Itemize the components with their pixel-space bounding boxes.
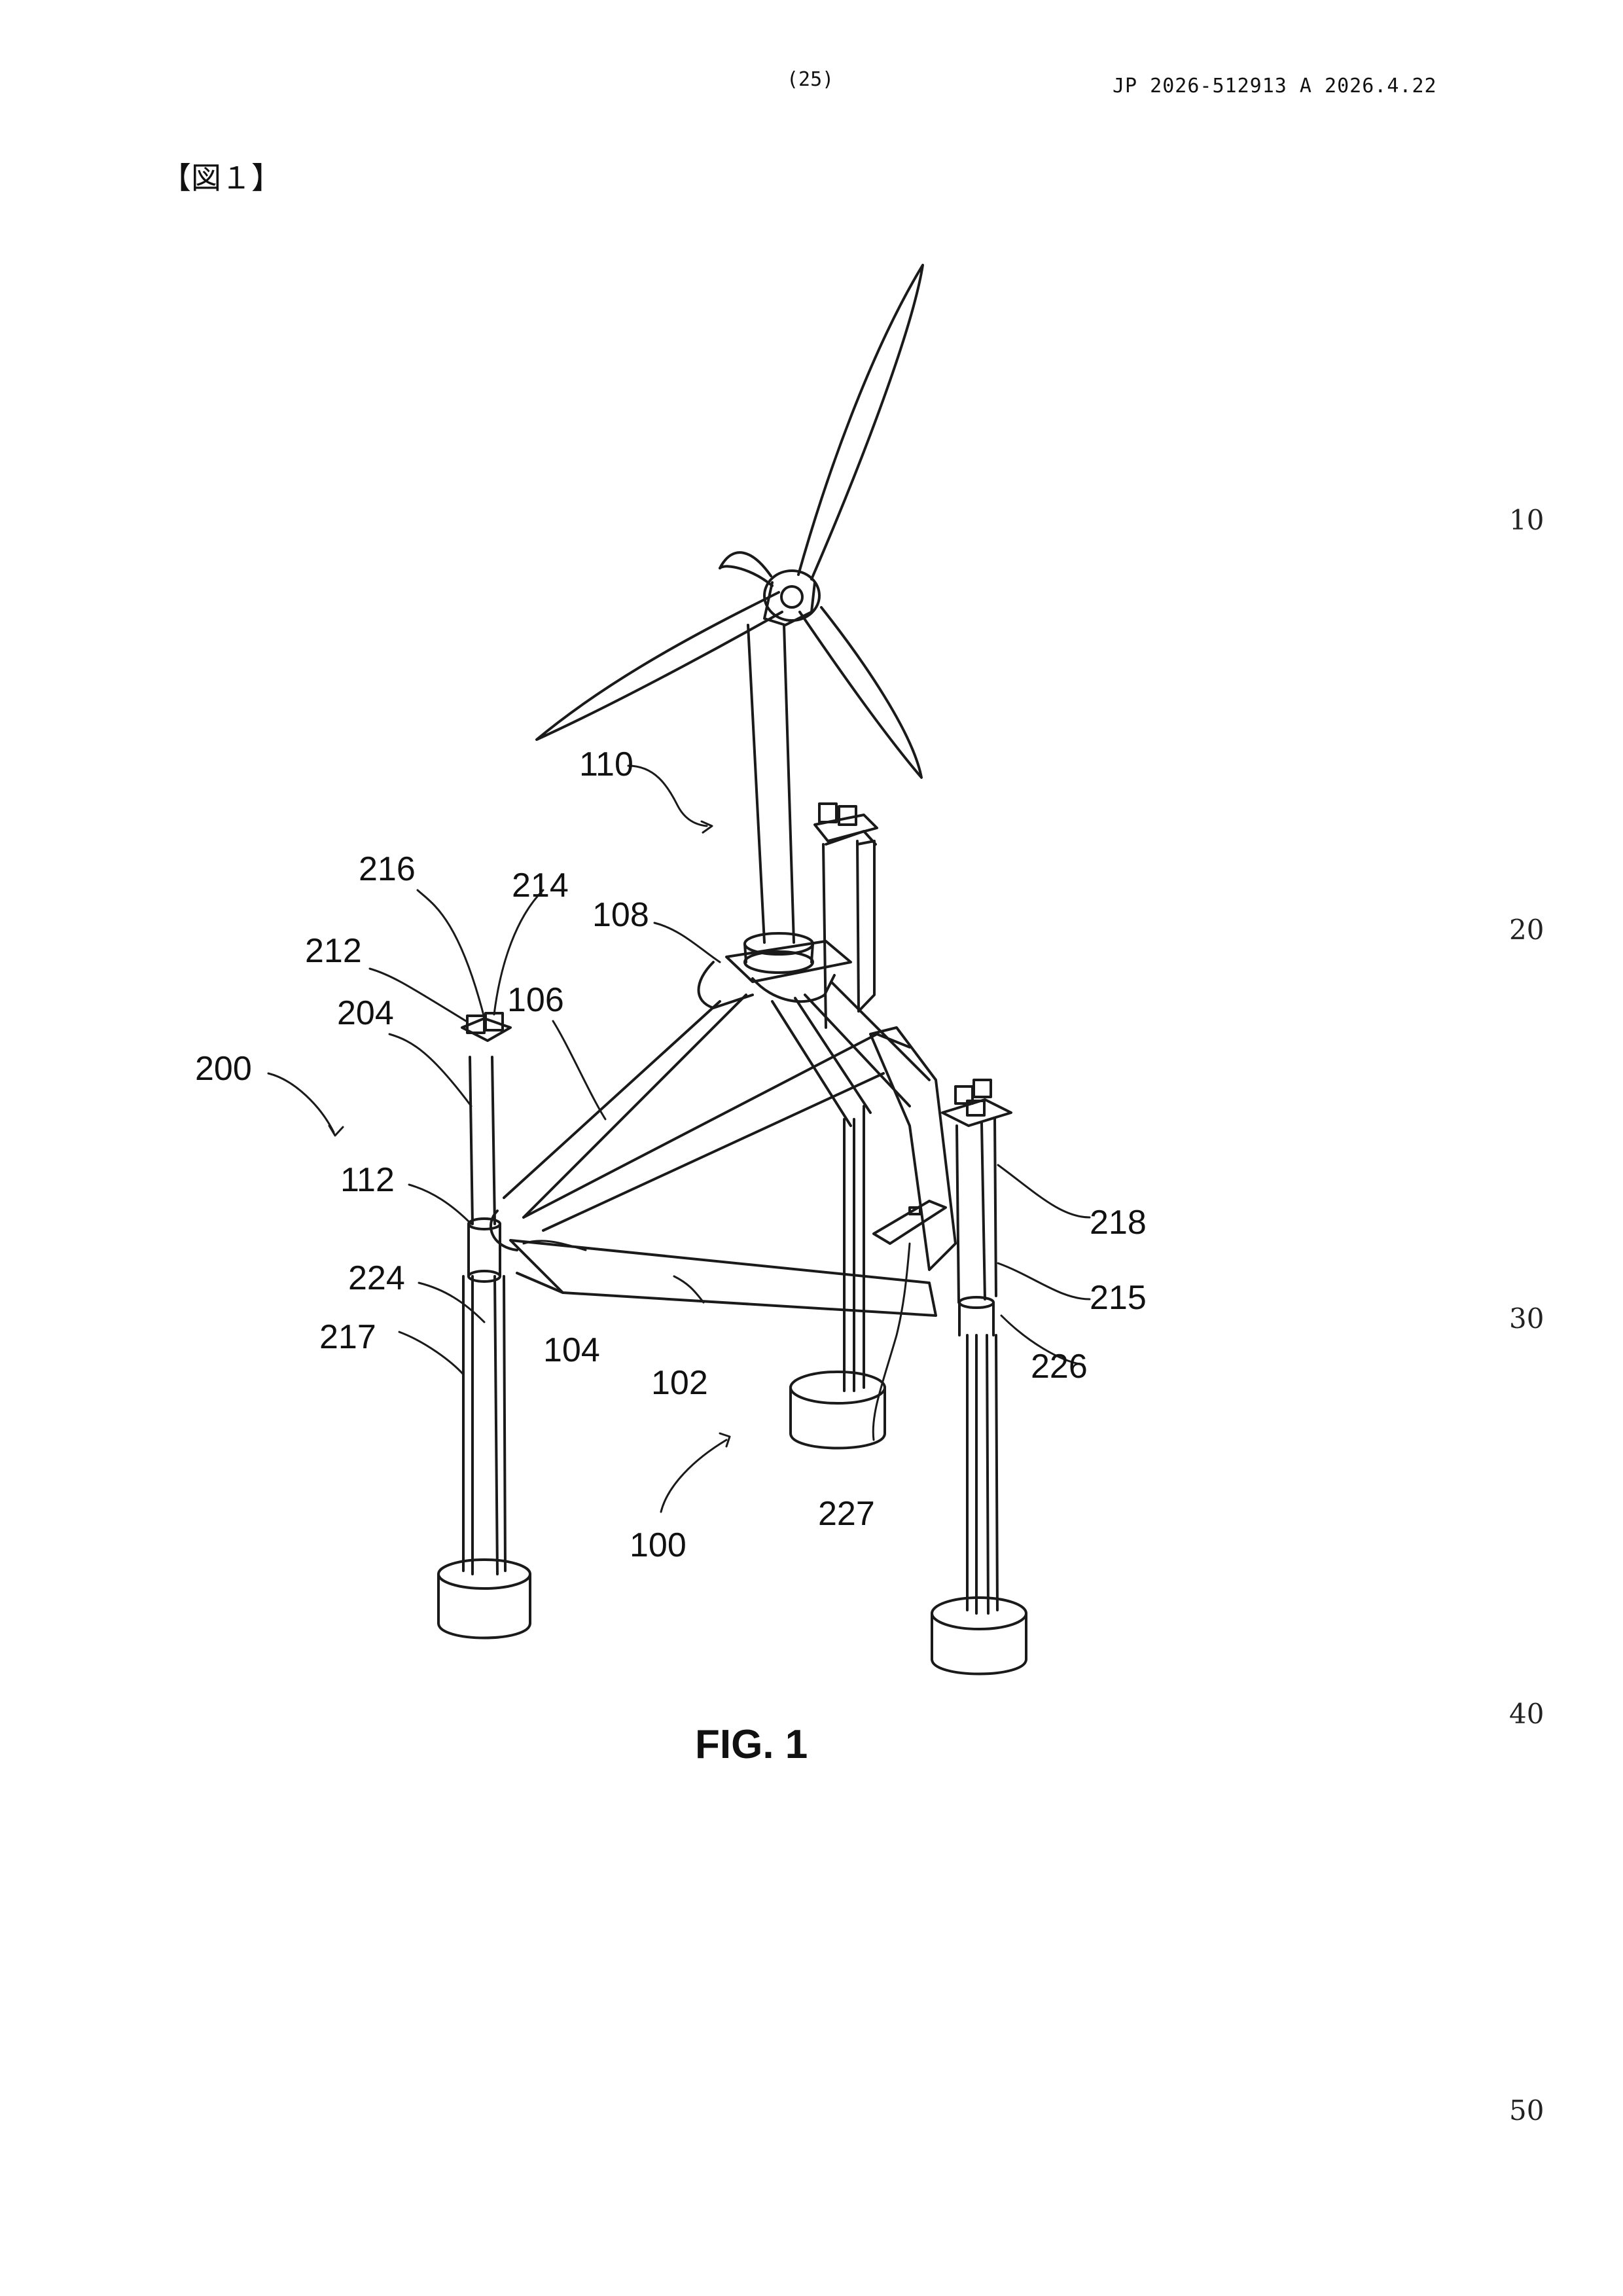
ref-label: 226 <box>1031 1348 1088 1386</box>
tendon-lines-right <box>967 1335 997 1613</box>
winch-platform-right <box>942 1100 1011 1126</box>
ref-label: 217 <box>319 1318 376 1356</box>
ref-label: 108 <box>592 896 649 934</box>
guide-column-204 <box>470 1057 495 1224</box>
ref-label: 106 <box>507 981 564 1019</box>
turbine-blade-left <box>537 592 782 740</box>
wind-turbine <box>537 265 923 982</box>
ref-label: 104 <box>543 1331 600 1369</box>
tendon-lines-rear <box>844 1106 864 1391</box>
turbine-blade-upper <box>798 265 923 579</box>
anchor-left <box>438 1560 530 1588</box>
guide-column-215 <box>957 1118 996 1302</box>
apex-node <box>699 962 753 1008</box>
ref-label: 224 <box>348 1259 405 1297</box>
ref-label: 215 <box>1090 1279 1147 1317</box>
diagonal-strut-left <box>504 995 746 1217</box>
guide-column-rear <box>823 841 859 1028</box>
ref-label: 100 <box>630 1526 687 1564</box>
ref-label: 227 <box>818 1495 875 1533</box>
ref-label: 204 <box>337 994 394 1032</box>
ref-label: 218 <box>1090 1204 1147 1242</box>
ref-label: 200 <box>195 1050 252 1088</box>
ref-label: 102 <box>651 1364 708 1402</box>
anchor-rear <box>791 1372 885 1403</box>
winch-block <box>819 804 836 822</box>
ref-label: 214 <box>512 867 569 905</box>
ref-label: 212 <box>305 932 362 970</box>
front-pontoon <box>510 1240 936 1316</box>
turbine-tower <box>748 625 794 942</box>
diagonal-strut-right <box>805 982 929 1106</box>
winch-block <box>839 806 856 825</box>
winch-block <box>974 1080 991 1097</box>
turbine-blade-right <box>800 607 921 778</box>
figure-caption: FIG. 1 <box>695 1721 808 1768</box>
anchor-right <box>932 1598 1026 1629</box>
ref-label: 216 <box>359 850 416 888</box>
collar-226 <box>959 1297 993 1308</box>
leg-assembly-left <box>438 1013 530 1638</box>
ref-label: 110 <box>579 745 633 783</box>
leg-assembly-rear <box>791 804 885 1448</box>
ref-label: 112 <box>340 1161 395 1199</box>
